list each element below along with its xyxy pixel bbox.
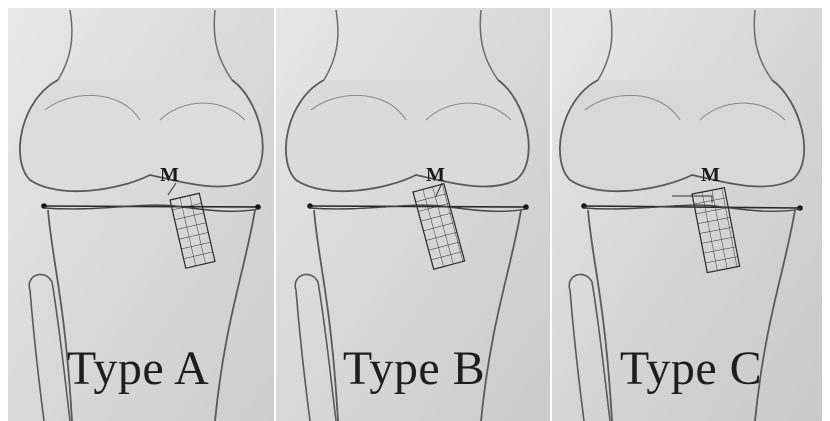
- knee-sketch-b: [276, 0, 552, 421]
- femoral-condyles: [286, 80, 529, 191]
- paper-background: [552, 8, 822, 421]
- knee-sketch-c: [552, 0, 830, 421]
- panel-type-c: M Type C: [552, 0, 830, 421]
- panel-type-b: M Type B: [276, 0, 552, 421]
- femoral-condyles: [560, 80, 804, 191]
- panel-type-a: M Type A: [0, 0, 276, 421]
- paper-background: [276, 8, 552, 421]
- joint-line: [44, 206, 258, 207]
- knee-sketch-a: [0, 0, 276, 421]
- femoral-condyles: [20, 80, 263, 191]
